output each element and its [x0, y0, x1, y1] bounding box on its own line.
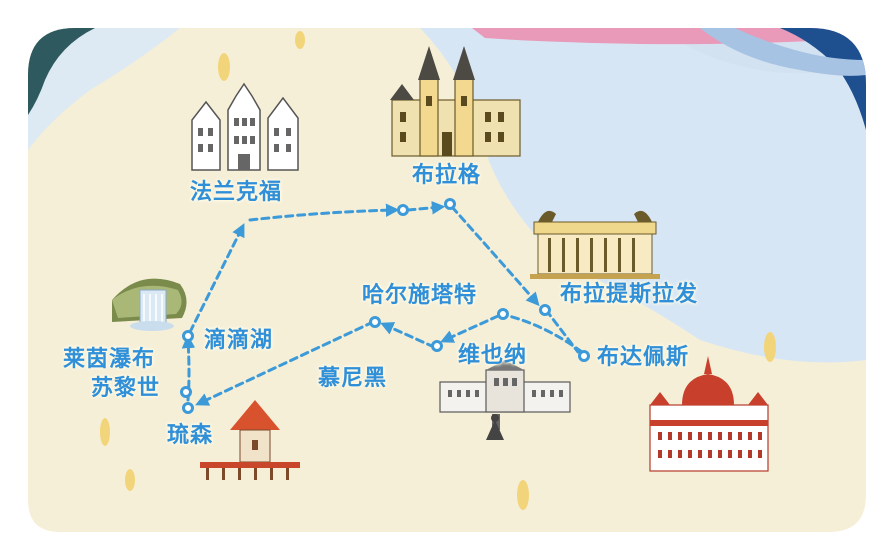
lucerne-chapel-bridge-icon [200, 400, 300, 480]
corner-navy [780, 28, 866, 130]
route-lines [181, 201, 584, 406]
prague-tyn-church-icon [390, 46, 521, 157]
corner-teal [28, 28, 95, 115]
city-label-rhine-falls: 莱茵瀑布 [63, 347, 156, 372]
budapest-parliament-icon [649, 356, 769, 472]
city-label-prague: 布拉格 [412, 163, 482, 188]
city-label-frankfurt: 法兰克福 [190, 180, 283, 205]
city-label-zurich: 苏黎世 [91, 376, 161, 401]
rhine-falls-icon [112, 278, 187, 331]
corner-pink [472, 28, 866, 45]
vienna-schonbrunn-icon [439, 360, 571, 440]
city-label-titisee: 滴滴湖 [204, 328, 274, 353]
river-area [420, 28, 866, 363]
bratislava-museum-icon [530, 210, 660, 279]
city-label-munich: 慕尼黑 [318, 366, 388, 391]
city-label-budapest: 布达佩斯 [597, 345, 690, 370]
city-label-bratislava: 布拉提斯拉发 [560, 282, 699, 307]
city-label-vienna: 维也纳 [458, 343, 528, 368]
city-label-hallstatt: 哈尔施塔特 [362, 283, 478, 308]
frankfurt-romer-icon [191, 82, 299, 171]
river-area-west [28, 28, 180, 150]
route-stops [180, 198, 590, 414]
city-label-lucerne: 琉森 [167, 423, 214, 448]
